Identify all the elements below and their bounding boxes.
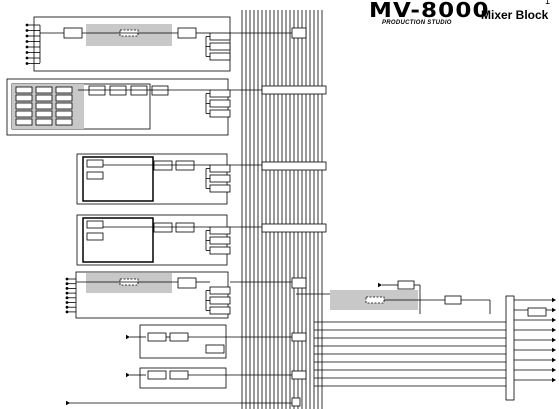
- input-dot: [25, 29, 29, 32]
- page-number: 1: [545, 0, 551, 6]
- send-block: [209, 296, 231, 305]
- arrow: [66, 400, 70, 406]
- input-dot: [25, 23, 29, 27]
- pad: [55, 118, 73, 126]
- block: [86, 220, 104, 229]
- bus-connector-wide: [261, 161, 327, 171]
- send-block: [209, 286, 231, 295]
- pad: [55, 94, 73, 102]
- send-block: [209, 306, 231, 315]
- send-block: [209, 52, 231, 61]
- bus-connector: [291, 27, 307, 39]
- block: [86, 171, 104, 180]
- page-title: Mixer Block: [481, 8, 549, 22]
- bus-connector-wide: [261, 85, 327, 95]
- arrow: [126, 372, 130, 378]
- effects-block: [365, 296, 385, 304]
- block: [175, 222, 195, 233]
- block: [205, 344, 225, 354]
- arrow: [552, 377, 556, 383]
- block: [444, 295, 462, 305]
- block: [86, 159, 104, 168]
- block: [397, 280, 415, 290]
- arrow: [552, 357, 556, 363]
- arrow: [378, 282, 382, 288]
- output-bus: [505, 295, 515, 401]
- block: [153, 160, 173, 171]
- block: [177, 277, 197, 289]
- block: [527, 307, 547, 317]
- arrow: [552, 317, 556, 323]
- input-dot: [25, 34, 29, 38]
- input-dot: [25, 51, 29, 54]
- send-block: [209, 164, 231, 173]
- input-dot: [25, 56, 29, 60]
- send-block: [209, 184, 231, 193]
- pad: [15, 110, 33, 118]
- arrow: [126, 334, 130, 340]
- block: [88, 85, 106, 96]
- block: [175, 160, 195, 171]
- input-dot: [65, 282, 69, 286]
- send-block: [209, 32, 231, 41]
- pad: [15, 86, 33, 94]
- pad: [15, 118, 33, 126]
- bus-connector: [291, 397, 301, 407]
- block: [153, 222, 173, 233]
- input-dot: [65, 291, 69, 295]
- pad: [55, 102, 73, 110]
- input-dot: [65, 305, 69, 309]
- arrow: [552, 307, 556, 313]
- block: [151, 85, 169, 96]
- input-dot: [65, 286, 69, 290]
- block: [63, 27, 83, 39]
- send-block: [209, 42, 231, 51]
- block: [169, 332, 189, 342]
- arrow: [552, 347, 556, 353]
- block: [169, 370, 189, 380]
- mv8000-logo: MV-8000: [369, 0, 490, 22]
- send-block: [209, 99, 231, 108]
- pad: [15, 102, 33, 110]
- send-block: [209, 174, 231, 183]
- arrow: [552, 367, 556, 373]
- pad: [35, 118, 53, 126]
- arrow: [552, 297, 556, 303]
- pad: [15, 94, 33, 102]
- pad: [35, 102, 53, 110]
- arrow: [552, 337, 556, 343]
- send-block: [209, 226, 231, 235]
- block: [109, 85, 127, 96]
- input-dot: [25, 40, 29, 43]
- send-block: [209, 109, 231, 118]
- bus-connector: [291, 370, 307, 380]
- block: [130, 85, 148, 96]
- bus-connector-wide: [261, 223, 327, 233]
- bus-connector: [291, 277, 307, 289]
- bus-connector: [291, 332, 307, 342]
- send-block: [209, 89, 231, 98]
- pad: [35, 86, 53, 94]
- block: [147, 332, 167, 342]
- block: [147, 370, 167, 380]
- input-dot: [65, 301, 69, 304]
- pad: [35, 94, 53, 102]
- pad: [55, 86, 73, 94]
- send-block: [209, 236, 231, 245]
- production-studio-label: PRODUCTION STUDIO: [382, 20, 452, 26]
- input-dot: [65, 310, 69, 314]
- input-dot: [65, 296, 69, 300]
- arrow: [552, 327, 556, 333]
- pad: [55, 110, 73, 118]
- block: [86, 232, 104, 241]
- input-dot: [25, 62, 29, 65]
- send-block: [209, 246, 231, 255]
- input-dot: [25, 45, 29, 49]
- block: [177, 27, 197, 39]
- pad: [35, 110, 53, 118]
- input-dot: [65, 277, 69, 281]
